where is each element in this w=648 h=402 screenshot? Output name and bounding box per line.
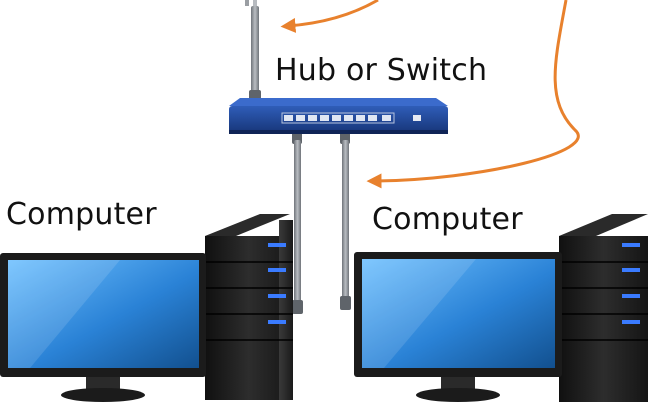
arrow-top: [280, 0, 379, 33]
desktop-computer-icon: [0, 214, 293, 402]
computer-left-label: Computer: [6, 197, 157, 232]
network-switch-icon: [229, 98, 448, 134]
hub-or-switch-label: Hub or Switch: [275, 53, 488, 88]
desktop-computer-icon: [354, 214, 648, 402]
computer-right-label: Computer: [372, 202, 523, 237]
cable-right: [340, 132, 351, 310]
uplink-cable: [245, 0, 261, 102]
arrow-curve-right: [366, 0, 580, 189]
cable-left: [292, 132, 303, 314]
switch-ports: [284, 115, 391, 121]
